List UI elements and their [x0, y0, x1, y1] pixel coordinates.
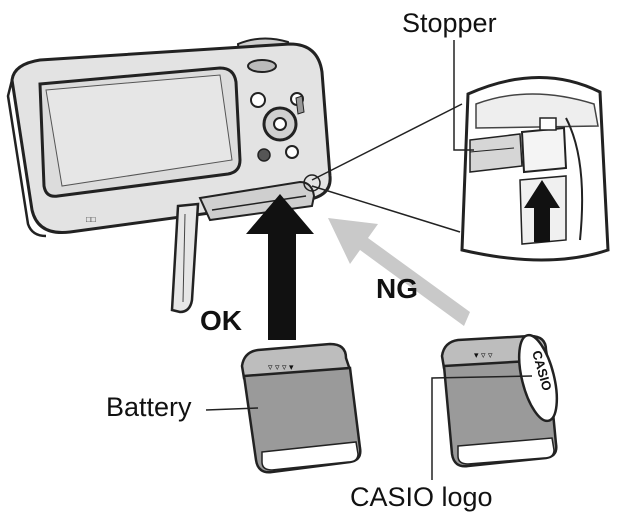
svg-text:▾ ▿ ▿: ▾ ▿ ▿ — [474, 350, 493, 360]
stopper-label: Stopper — [402, 8, 497, 38]
svg-text:▿ ▿ ▿ ▾: ▿ ▿ ▿ ▾ — [268, 362, 294, 372]
ng-label: NG — [376, 273, 418, 304]
battery-illustration-ok: ▿ ▿ ▿ ▾ — [242, 344, 360, 472]
ok-insert-arrow-icon — [246, 194, 314, 340]
svg-text:□□: □□ — [86, 215, 96, 224]
casio-logo-label: CASIO logo — [350, 482, 493, 512]
battery-illustration-ng: ▾ ▿ ▿ CASIO — [442, 331, 564, 466]
battery-label: Battery — [106, 392, 192, 422]
ok-label: OK — [200, 305, 242, 336]
ng-insert-arrow-icon — [328, 218, 470, 326]
